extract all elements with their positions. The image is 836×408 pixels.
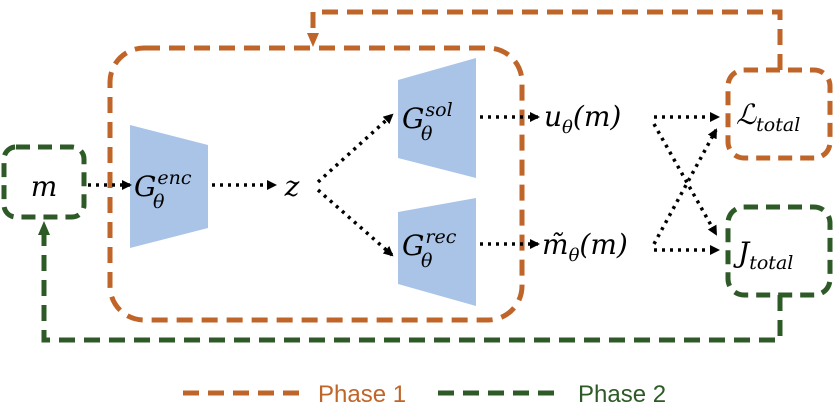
phase2-feedback-arrow xyxy=(38,221,783,343)
label-m: m xyxy=(31,170,58,203)
label-z: z xyxy=(284,170,300,203)
input-m-box xyxy=(1,144,87,220)
arrow-mtilde-to-L xyxy=(652,128,718,245)
encoder-block xyxy=(130,125,208,248)
arrow-u-to-J xyxy=(652,123,718,236)
arrow-z-to-rec xyxy=(316,188,394,257)
reconstruction-decoder-block xyxy=(398,198,476,306)
legend: Phase 1 Phase 2 xyxy=(183,381,666,408)
arrow-z-to-sol xyxy=(316,113,394,184)
legend-phase1-label: Phase 1 xyxy=(318,381,406,408)
label-u-theta-m: uθ(m) xyxy=(544,100,621,138)
phase1-feedback-arrow xyxy=(307,9,783,70)
model-box-phase1 xyxy=(107,45,525,323)
solution-decoder-block xyxy=(398,58,476,178)
legend-phase2-label: Phase 2 xyxy=(578,381,666,408)
label-mtilde-theta-m: m̃θ(m) xyxy=(542,228,628,266)
label-J-total: Jtotal xyxy=(733,236,793,274)
flow-arrows xyxy=(88,112,720,257)
label-L-total: ℒtotal xyxy=(736,98,800,136)
